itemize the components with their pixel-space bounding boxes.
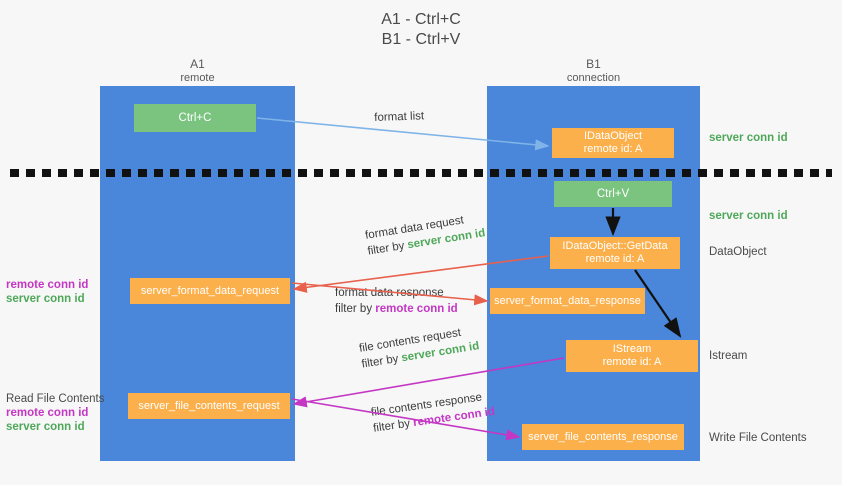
lane-header-b1: B1 connection: [487, 57, 700, 85]
annotation-format-list-text: format list: [374, 110, 425, 124]
label-server-conn-id-mid: server conn id: [709, 210, 788, 222]
node-ctrl-v-label: Ctrl+V: [596, 187, 630, 200]
node-server-format-data-request[interactable]: server_format_data_request: [130, 278, 290, 304]
node-istream-remote-id: remote id: A: [602, 356, 662, 368]
phase-divider: [10, 169, 832, 177]
node-server-format-data-request-label: server_format_data_request: [140, 284, 280, 297]
label-dataobject: DataObject: [709, 246, 767, 258]
node-server-file-contents-response-label: server_file_contents_response: [528, 430, 678, 443]
lane-header-a1: A1 remote: [100, 57, 295, 85]
annotation-format-data-request: format data request filter by server con…: [364, 209, 486, 259]
label-read-file-contents-block: Read File Contents remote conn id server…: [6, 392, 104, 434]
lane-a1-name: A1: [190, 57, 205, 71]
node-idataobject-remote-id: remote id: A: [583, 143, 643, 155]
label-format-remote-conn-id: remote conn id: [6, 279, 89, 291]
node-server-format-data-response-label: server_format_data_response: [494, 294, 641, 307]
node-idataobject-getdata[interactable]: IDataObject::GetData remote id: A: [550, 237, 680, 269]
label-write-file-contents: Write File Contents: [709, 432, 807, 444]
title-line-2: B1 - Ctrl+V: [381, 31, 461, 48]
node-istream-label: IStream: [612, 343, 652, 355]
node-ctrl-c[interactable]: Ctrl+C: [134, 104, 256, 132]
lane-a1-sub: remote: [180, 72, 215, 84]
annotation-format-list: format list: [374, 108, 424, 126]
label-format-conn-ids: remote conn id server conn id: [6, 278, 88, 306]
node-server-file-contents-request[interactable]: server_file_contents_request: [128, 393, 290, 419]
annotation-format-data-response-filter: filter by remote conn id: [335, 301, 458, 317]
node-istream[interactable]: IStream remote id: A: [566, 340, 698, 372]
annotation-format-data-response-line1: format data response: [335, 287, 444, 299]
annotation-format-data-response: format data response filter by remote co…: [335, 285, 458, 317]
filter-value: remote conn id: [375, 303, 458, 315]
lane-b1-name: B1: [586, 57, 601, 71]
annotation-file-contents-request: file contents request filter by server c…: [358, 322, 480, 372]
label-server-conn-id-top: server conn id: [709, 132, 788, 144]
filter-prefix: filter by: [366, 239, 409, 258]
node-ctrl-v[interactable]: Ctrl+V: [554, 181, 672, 207]
annotation-file-contents-response: file contents response filter by remote …: [370, 388, 496, 437]
node-server-file-contents-response[interactable]: server_file_contents_response: [522, 424, 684, 450]
node-getdata-remote-id: remote id: A: [585, 253, 645, 265]
label-format-server-conn-id: server conn id: [6, 293, 85, 305]
page-title: A1 - Ctrl+C B1 - Ctrl+V: [0, 10, 842, 50]
node-ctrl-c-label: Ctrl+C: [178, 111, 212, 124]
label-istream: Istream: [709, 350, 748, 362]
label-read-file-contents: Read File Contents: [6, 393, 105, 405]
filter-prefix: filter by: [335, 303, 376, 315]
node-server-file-contents-request-label: server_file_contents_request: [138, 399, 280, 412]
filter-prefix: filter by: [360, 352, 403, 371]
lane-b1-sub: connection: [566, 72, 621, 84]
node-idataobject-label: IDataObject: [583, 130, 643, 142]
filter-prefix: filter by: [372, 417, 415, 435]
node-server-format-data-response[interactable]: server_format_data_response: [490, 288, 645, 314]
label-file-server-conn-id: server conn id: [6, 421, 85, 433]
node-getdata-label: IDataObject::GetData: [562, 240, 668, 252]
label-file-remote-conn-id: remote conn id: [6, 407, 89, 419]
node-idataobject[interactable]: IDataObject remote id: A: [552, 128, 674, 158]
title-line-1: A1 - Ctrl+C: [381, 11, 461, 28]
